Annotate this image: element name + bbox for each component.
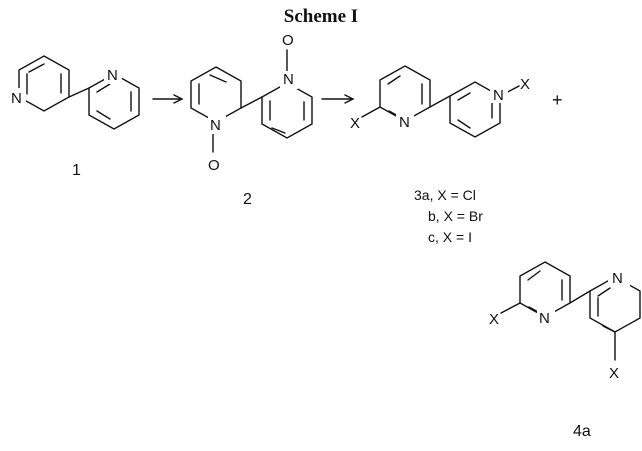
reaction-arrow-2 [321,94,355,104]
compound-3a-label: 3a, X = Cl [414,187,476,203]
plus-sign: + [552,90,563,110]
compound-3-x-left: X [350,115,360,132]
compound-1-nitrogen-left: N [11,90,22,107]
compound-3b-label: b, X = Br [428,208,483,224]
compound-3-structure [361,65,520,138]
compound-4a-x-bottom: X [609,365,619,382]
compound-3c-label: c, X = I [428,229,472,245]
compound-4a-x-left: X [489,311,499,328]
compound-2-number: 2 [243,191,252,208]
compound-3-nitrogen-left: N [399,114,410,131]
compound-4a-structure [500,261,641,361]
compound-4a-nitrogen-left: N [539,310,550,327]
compound-4a-number: 4a [573,423,591,440]
compound-2-nitrogen-right: N [283,71,294,88]
reaction-arrow-1 [152,94,184,104]
compound-1-nitrogen-right: N [107,67,118,84]
compound-3-nitrogen-right: N [493,87,504,104]
compound-3-x-right: X [520,76,530,93]
compound-4a-nitrogen-right: N [612,270,623,287]
compound-2-nitrogen-left: N [210,117,221,134]
compound-2-oxygen-bottom: O [208,157,220,174]
compound-1-number: 1 [72,162,81,179]
scheme-title: Scheme I [283,6,359,27]
compound-2-structure [190,49,313,153]
compound-1-structure [8,55,140,130]
compound-2-oxygen-top: O [282,32,294,49]
